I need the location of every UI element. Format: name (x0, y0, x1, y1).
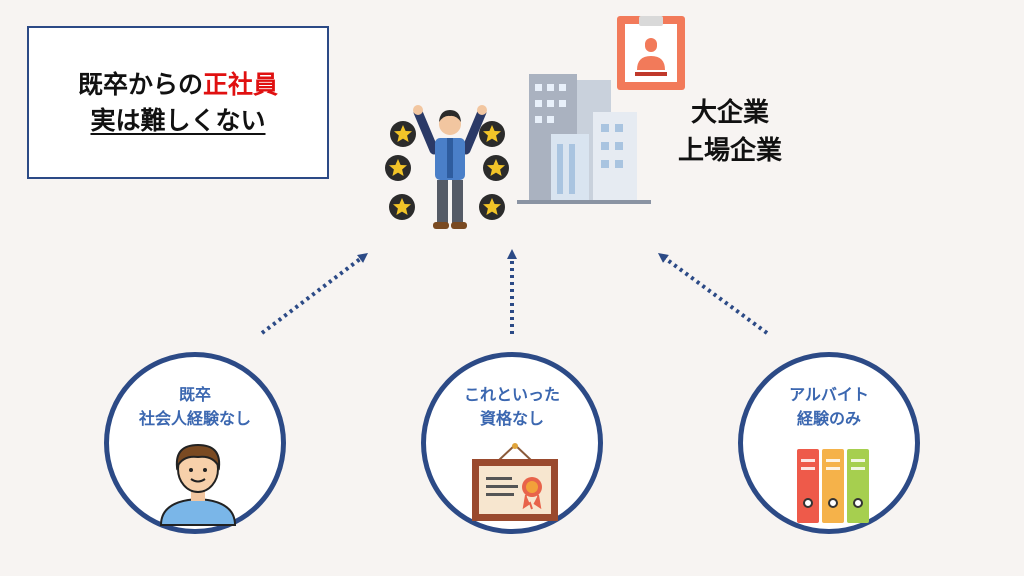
user-avatar-icon (159, 443, 237, 526)
circle-no-work-experience: 既卒 社会人経験なし (104, 352, 286, 534)
circle-text: これといった 資格なし (426, 383, 598, 431)
circle-line-2: 資格なし (479, 409, 544, 428)
circle-part-time-only: アルバイト 経験のみ (738, 352, 920, 534)
title-highlight: 正社員 (203, 69, 279, 99)
circle-line-1: アルバイト (789, 385, 869, 404)
circle-line-1: これといった (463, 385, 560, 404)
circle-text: アルバイト 経験のみ (743, 383, 915, 431)
big-company-line-2: 上場企業 (677, 136, 782, 166)
arrow-left (260, 252, 368, 335)
id-badge-icon (617, 16, 685, 90)
circle-line-2: 社会人経験なし (138, 409, 251, 428)
big-company-line-1: 大企業 (690, 98, 769, 128)
celebrating-person-icon (413, 105, 487, 229)
circle-line-1: 既卒 (178, 385, 211, 404)
circle-text: 既卒 社会人経験なし (109, 383, 281, 431)
binders-icon (797, 449, 869, 523)
title-line-1: 既卒からの正社員 (78, 67, 278, 103)
big-company-label: 大企業 上場企業 (670, 94, 790, 170)
certificate-icon (472, 443, 558, 521)
title-prefix: 既卒からの (77, 69, 203, 99)
title-line-2: 実は難しくない (90, 105, 266, 135)
office-buildings-icon (517, 74, 651, 204)
circle-no-qualifications: これといった 資格なし (421, 352, 603, 534)
arrow-right (657, 253, 769, 335)
circle-line-2: 経験のみ (796, 409, 861, 428)
title-box: 既卒からの正社員 実は難しくない (27, 26, 329, 179)
